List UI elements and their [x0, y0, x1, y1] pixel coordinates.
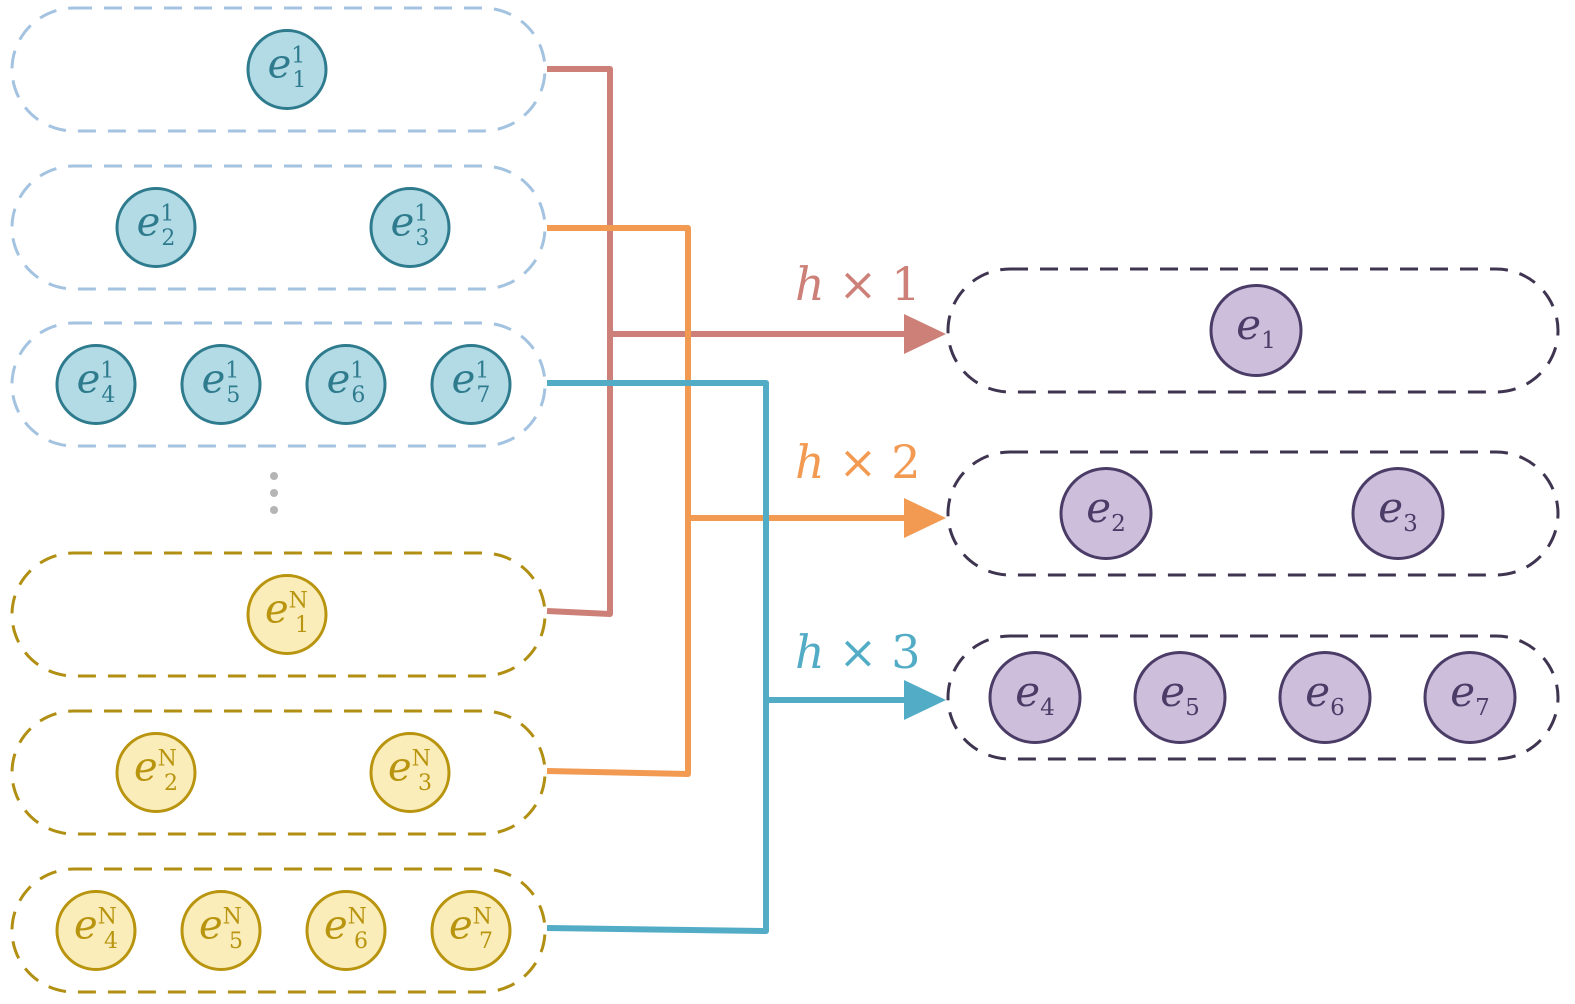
right-group-2: e2 e3: [946, 450, 1560, 577]
entity-node: e3: [1351, 467, 1445, 560]
right-group-box: [946, 450, 1560, 577]
arrow-head: [904, 314, 946, 354]
entity-node-label: e5: [1160, 667, 1200, 721]
connector-path: [546, 66, 613, 617]
ellipsis-dot: [270, 472, 278, 480]
left-bottom-group-box: [10, 709, 547, 836]
entity-node-circle: [115, 732, 197, 813]
entity-node: e1: [1209, 284, 1303, 377]
right-group-box: [946, 634, 1560, 761]
right-group-box: [946, 267, 1560, 394]
entity-node-circle: [430, 890, 512, 971]
entity-node: e4: [988, 651, 1082, 744]
entity-node-circle: [988, 651, 1082, 744]
entity-node-circle: [1209, 284, 1303, 377]
entity-node-label: e7: [1450, 667, 1490, 721]
entity-node-label: e6: [1305, 667, 1345, 721]
vertical-ellipsis: [270, 472, 278, 514]
ellipsis-dot: [270, 506, 278, 514]
multiplier-label: h×2: [795, 435, 920, 489]
entity-node: e7: [1423, 651, 1517, 744]
arrow-head: [904, 680, 946, 720]
entity-node-circle: [305, 890, 387, 971]
connectors: [546, 66, 946, 934]
entity-node: e2: [1059, 467, 1153, 560]
connector-3: [546, 380, 946, 934]
connector-path: [546, 380, 769, 934]
connector-1: [546, 66, 946, 617]
entity-node-circle: [369, 187, 451, 268]
entity-node-circle: [246, 574, 328, 655]
entity-node-label: e4: [1015, 667, 1055, 721]
entity-node-circle: [305, 344, 387, 425]
entity-node-circle: [1351, 467, 1445, 560]
entity-node-circle: [115, 187, 197, 268]
ellipsis-dot: [270, 489, 278, 497]
right-group-1: e1: [946, 267, 1560, 394]
connector-path: [546, 225, 691, 777]
entity-node-circle: [1133, 651, 1227, 744]
entity-node-label: e1: [1236, 300, 1276, 354]
entity-node: e6: [1278, 651, 1372, 744]
arrow-labels: h×1 h×2 h×3: [795, 257, 920, 679]
left-top-group-box: [10, 164, 547, 291]
multiplier-label: h×3: [795, 625, 920, 679]
entity-node-circle: [430, 344, 512, 425]
entity-node-circle: [55, 344, 137, 425]
entity-node-circle: [369, 732, 451, 813]
entity-node-label: e2: [1086, 483, 1126, 537]
entity-node: e5: [1133, 651, 1227, 744]
connector-2: [546, 225, 946, 777]
right-group-3: e4 e5 e6 e7: [946, 634, 1560, 761]
arrow-head: [904, 498, 946, 538]
entity-node-circle: [180, 890, 262, 971]
multiplier-label: h×1: [795, 257, 920, 311]
entity-node-circle: [55, 890, 137, 971]
entity-node-circle: [1423, 651, 1517, 744]
entity-node-label: e3: [1378, 483, 1418, 537]
entity-node-circle: [1059, 467, 1153, 560]
entity-node-circle: [180, 344, 262, 425]
entity-node-circle: [246, 29, 328, 110]
entity-node-circle: [1278, 651, 1372, 744]
